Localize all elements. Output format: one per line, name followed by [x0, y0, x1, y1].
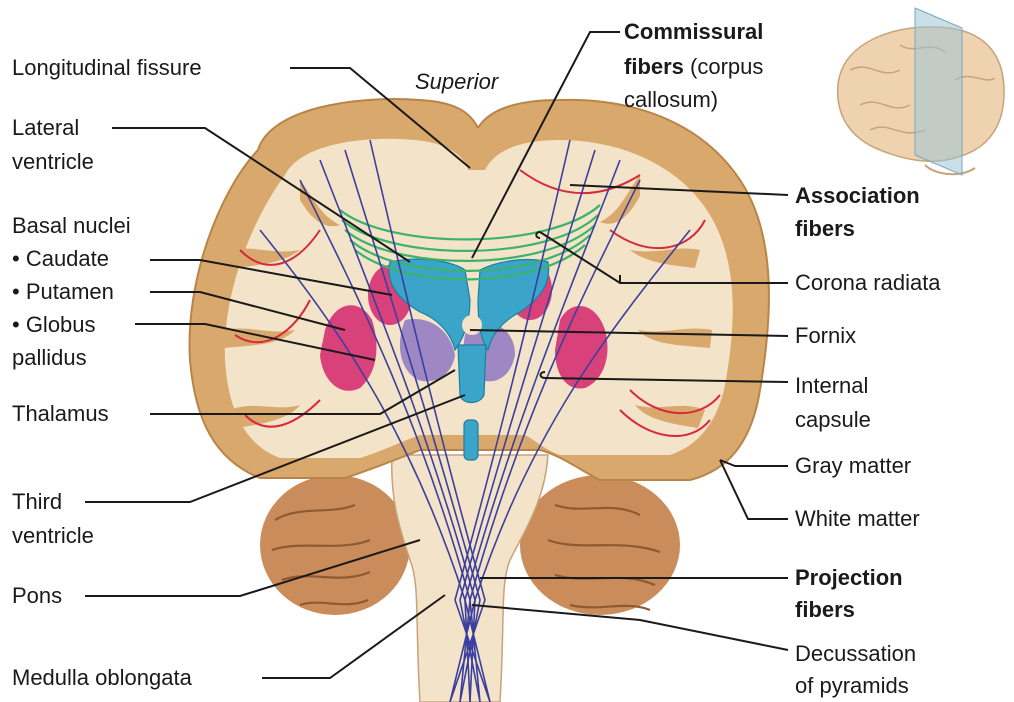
label-superior: Superior	[415, 66, 498, 98]
label-commissural-fibers-line2: fibers (corpus	[624, 51, 763, 83]
label-caudate: • Caudate	[12, 243, 109, 275]
label-commissural-fibers-bold: fibers	[624, 54, 684, 79]
label-lateral-ventricle-line1: Lateral	[12, 112, 79, 144]
third-ventricle	[458, 345, 486, 403]
inset-brain-icon	[838, 8, 1004, 175]
label-lateral-ventricle-line2: ventricle	[12, 146, 94, 178]
label-fornix: Fornix	[795, 320, 856, 352]
label-white-matter: White matter	[795, 503, 920, 535]
label-globus-pallidus-line2: pallidus	[12, 342, 87, 374]
label-corpus: (corpus	[684, 54, 763, 79]
cerebral-aqueduct	[464, 420, 478, 460]
label-medulla-oblongata: Medulla oblongata	[12, 662, 192, 694]
label-internal-capsule-line2: capsule	[795, 404, 871, 436]
label-corona-radiata: Corona radiata	[795, 267, 941, 299]
label-third-ventricle-line1: Third	[12, 486, 62, 518]
label-thalamus: Thalamus	[12, 398, 109, 430]
label-commissural-fibers-line1: Commissural	[624, 16, 763, 48]
label-putamen: • Putamen	[12, 276, 114, 308]
fornix	[462, 315, 482, 335]
label-association-fibers-line1: Association	[795, 180, 920, 212]
label-internal-capsule-line1: Internal	[795, 370, 868, 402]
label-projection-fibers-line2: fibers	[795, 594, 855, 626]
label-association-fibers-line2: fibers	[795, 213, 855, 245]
label-decussation-line2: of pyramids	[795, 670, 909, 702]
label-longitudinal-fissure: Longitudinal fissure	[12, 52, 202, 84]
label-basal-nuclei: Basal nuclei	[12, 210, 131, 242]
label-decussation-line1: Decussation	[795, 638, 916, 670]
label-gray-matter: Gray matter	[795, 450, 911, 482]
label-projection-fibers-line1: Projection	[795, 562, 903, 594]
label-pons: Pons	[12, 580, 62, 612]
label-globus-pallidus-line1: • Globus	[12, 309, 96, 341]
label-third-ventricle-line2: ventricle	[12, 520, 94, 552]
label-commissural-fibers-line3: callosum)	[624, 84, 718, 116]
